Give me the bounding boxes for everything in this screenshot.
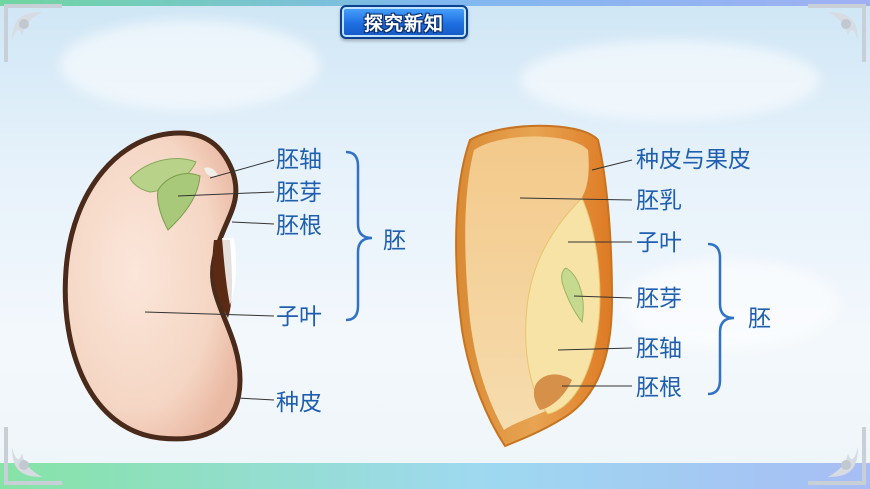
bean-label-cotyledon: 子叶 xyxy=(276,304,322,330)
bean-radicle xyxy=(222,238,237,305)
bean-label-embryo-axis: 胚轴 xyxy=(276,147,322,173)
cloud-decoration xyxy=(620,260,840,350)
bean-seed xyxy=(62,130,373,442)
bean-label-seed-coat: 种皮 xyxy=(276,390,322,416)
bean-plumule-leaf-icon xyxy=(129,158,218,231)
corn-label-endosperm: 胚乳 xyxy=(636,188,682,214)
top-gradient-bar xyxy=(0,0,870,6)
bean-embryo-bracket xyxy=(345,150,373,322)
bean-label-plumule: 胚芽 xyxy=(276,180,322,206)
section-title: 探究新知 xyxy=(363,12,444,35)
corn-plumule xyxy=(561,267,584,324)
corner-ornament-icon xyxy=(4,4,62,62)
corner-ornament-icon xyxy=(4,427,62,485)
bean-seed-coat xyxy=(62,130,243,442)
corn-label-seed-fruit-coat: 种皮与果皮 xyxy=(636,147,751,173)
leader-line xyxy=(144,311,275,317)
bean-label-radicle: 胚根 xyxy=(276,213,322,239)
corn-label-plumule: 胚芽 xyxy=(636,286,682,312)
corn-endosperm xyxy=(465,136,589,430)
corn-embryo xyxy=(525,197,601,415)
leader-line xyxy=(231,221,275,225)
corn-radicle xyxy=(533,374,572,410)
leader-line xyxy=(557,347,633,351)
cloud-decoration xyxy=(520,40,820,120)
leader-line xyxy=(209,159,275,179)
leader-line xyxy=(573,295,633,299)
corn-embryo-bracket xyxy=(707,242,735,396)
cloud-decoration xyxy=(60,20,320,110)
leader-line xyxy=(591,159,633,171)
corn-kernel xyxy=(455,124,735,448)
section-title-badge: 探究新知 xyxy=(340,5,468,39)
corn-label-cotyledon: 子叶 xyxy=(636,230,682,256)
corner-ornament-icon xyxy=(808,4,866,62)
corn-label-embryo: 胚 xyxy=(748,306,771,332)
corner-ornament-icon xyxy=(808,427,866,485)
bottom-gradient-bar xyxy=(0,463,870,489)
leader-line xyxy=(519,197,633,201)
leader-line xyxy=(237,397,275,401)
bean-label-embryo: 胚 xyxy=(383,228,406,254)
corn-label-radicle: 胚根 xyxy=(636,375,682,401)
leader-line xyxy=(177,191,275,197)
corn-label-embryo-axis: 胚轴 xyxy=(636,336,682,362)
